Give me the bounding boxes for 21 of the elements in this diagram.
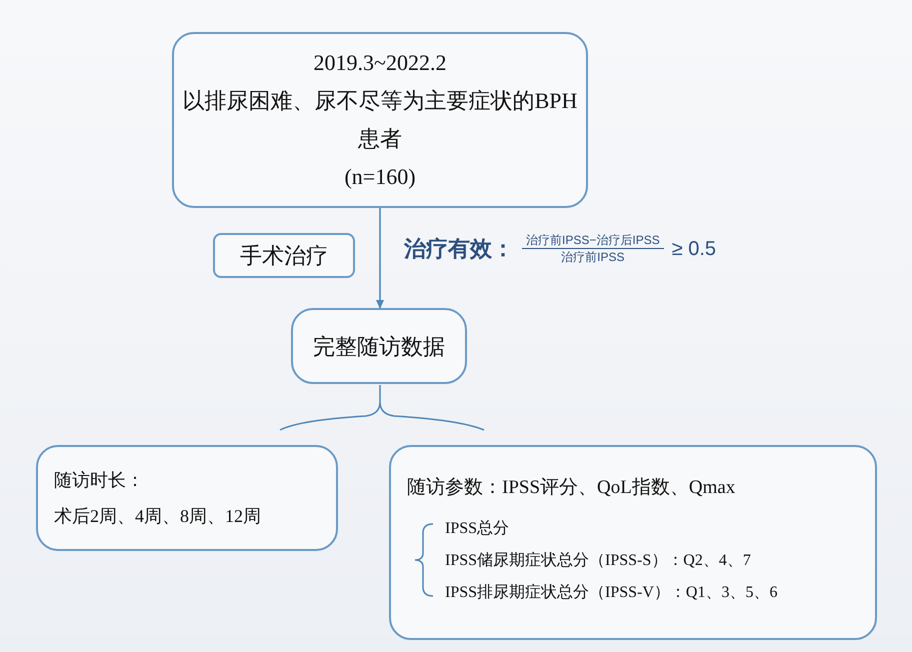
node-text: IPSS总分 [445, 520, 510, 537]
node-text: 手术治疗 [240, 242, 328, 270]
formula-threshold: ≥ 0.5 [672, 236, 716, 262]
process-box [389, 445, 877, 640]
process-box [213, 233, 355, 278]
node-text: 完整随访数据 [313, 332, 445, 360]
arrow [376, 208, 384, 309]
formula-label: 治疗有效： [404, 235, 514, 263]
node-text: IPSS排尿期症状总分（IPSS-V）：Q1、3、5、6 [445, 584, 778, 601]
process-box [36, 445, 338, 551]
node-text: 随访参数：IPSS评分、QoL指数、Qmax [407, 476, 736, 500]
node-text: 以排尿困难、尿不尽等为主要症状的BPH患者 [182, 87, 578, 153]
node-text: 随访时长： [54, 469, 145, 492]
process-box [172, 32, 588, 208]
process-box [291, 308, 467, 384]
node-text: IPSS储尿期症状总分（IPSS-S）：Q2、4、7 [445, 552, 751, 569]
node-text: 术后2周、4周、8周、12周 [54, 505, 262, 528]
node-text: 2019.3~2022.2 [314, 49, 446, 77]
node-text: (n=160) [344, 163, 416, 191]
fraction-denominator: 治疗前IPSS [561, 249, 625, 265]
fraction-numerator: 治疗前IPSS−治疗后IPSS [522, 232, 664, 249]
